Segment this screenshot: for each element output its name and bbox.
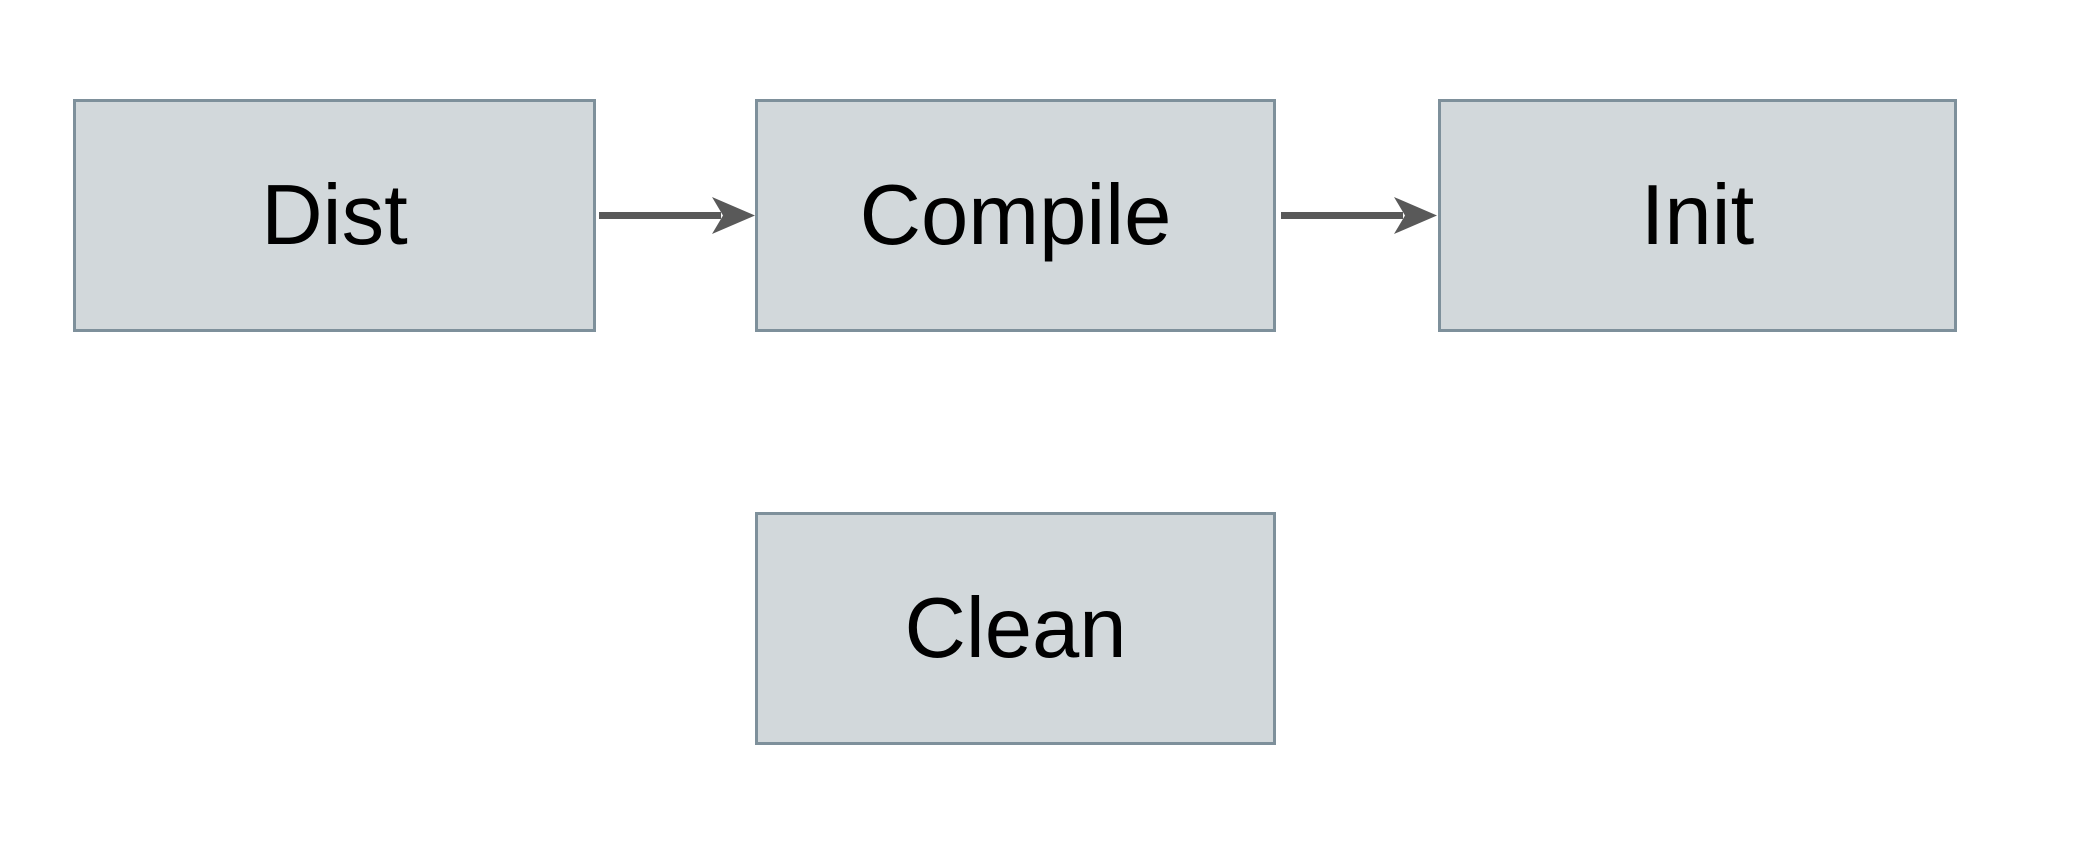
node-dist[interactable]: Dist	[73, 99, 596, 332]
node-dist-label: Dist	[261, 168, 408, 263]
node-clean-label: Clean	[904, 581, 1127, 676]
node-init-label: Init	[1640, 168, 1755, 263]
node-compile[interactable]: Compile	[755, 99, 1276, 332]
arrow-dist-to-compile	[599, 197, 755, 234]
arrow-shaft	[599, 212, 721, 219]
node-clean[interactable]: Clean	[755, 512, 1276, 745]
arrow-shaft	[1281, 212, 1403, 219]
arrowhead-icon	[712, 197, 755, 234]
node-compile-label: Compile	[859, 168, 1172, 263]
arrow-compile-to-init	[1281, 197, 1437, 234]
node-init[interactable]: Init	[1438, 99, 1957, 332]
arrowhead-icon	[1394, 197, 1437, 234]
